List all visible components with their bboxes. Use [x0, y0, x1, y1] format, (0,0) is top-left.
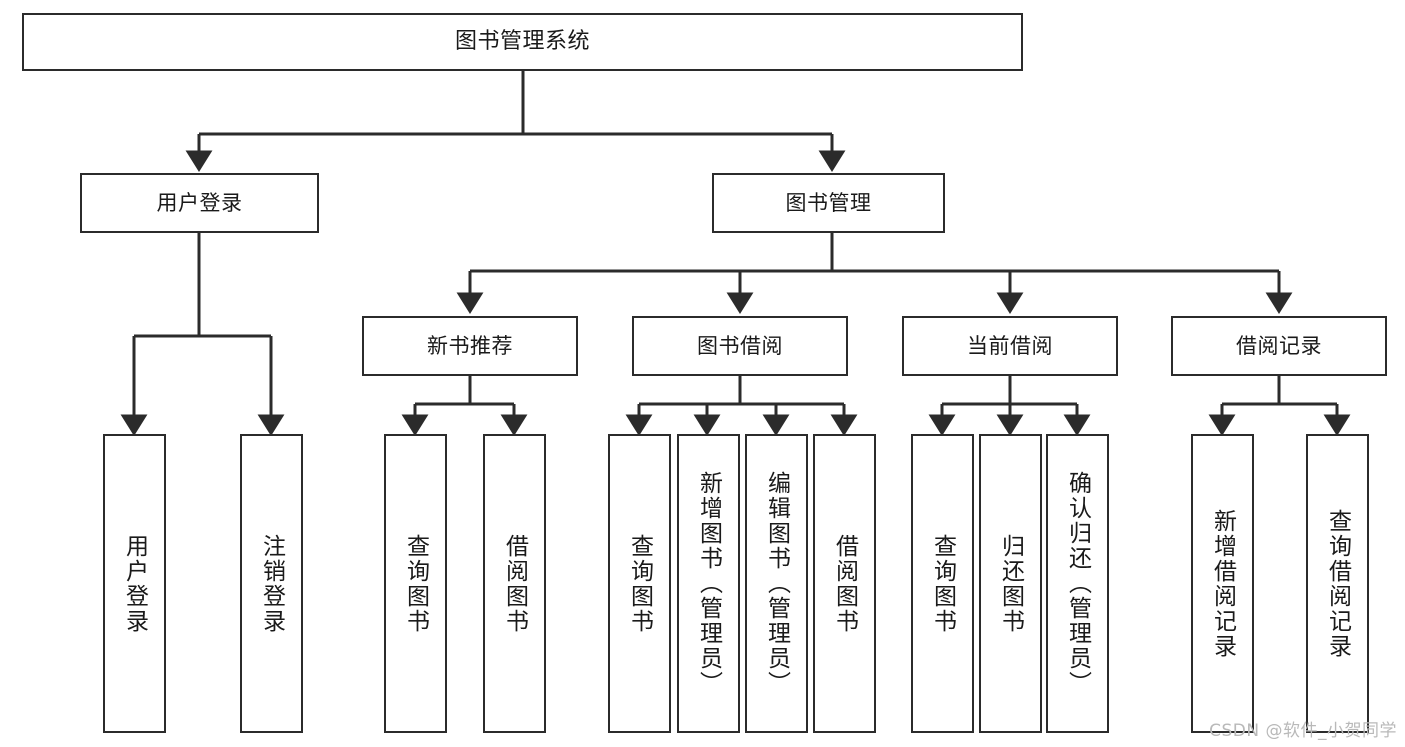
- node-leaf-edit-book-admin[interactable]: 编辑图书（管理员）: [745, 434, 808, 733]
- node-label: 新增图书（管理员）: [695, 471, 722, 696]
- node-label: 图书管理系统: [454, 29, 590, 55]
- node-label: 图书借阅: [697, 333, 783, 358]
- node-label: 图书管理: [785, 190, 872, 215]
- node-label: 用户登录: [156, 190, 243, 215]
- node-label: 查询借阅记录: [1324, 508, 1351, 659]
- node-leaf-add-book-admin[interactable]: 新增图书（管理员）: [677, 434, 740, 733]
- node-label: 确认归还（管理员）: [1064, 471, 1091, 696]
- node-label: 新书推荐: [427, 333, 513, 358]
- node-label: 当前借阅: [967, 333, 1053, 358]
- node-label: 查询图书: [929, 533, 956, 634]
- node-label: 用户登录: [121, 533, 148, 634]
- node-label: 新增借阅记录: [1209, 508, 1236, 659]
- node-new-book-recommend[interactable]: 新书推荐: [362, 316, 578, 376]
- node-leaf-query-book-recommend[interactable]: 查询图书: [384, 434, 447, 733]
- node-label: 借阅记录: [1236, 333, 1322, 358]
- node-leaf-query-book-borrow[interactable]: 查询图书: [608, 434, 671, 733]
- node-label: 借阅图书: [501, 533, 528, 634]
- node-borrow-record[interactable]: 借阅记录: [1171, 316, 1387, 376]
- node-label: 借阅图书: [831, 533, 858, 634]
- node-root-book-management-system[interactable]: 图书管理系统: [22, 13, 1023, 71]
- node-current-borrow[interactable]: 当前借阅: [902, 316, 1118, 376]
- node-leaf-add-borrow-record[interactable]: 新增借阅记录: [1191, 434, 1254, 733]
- node-leaf-confirm-return-admin[interactable]: 确认归还（管理员）: [1046, 434, 1109, 733]
- node-leaf-return-book[interactable]: 归还图书: [979, 434, 1042, 733]
- node-label: 查询图书: [402, 533, 429, 634]
- node-leaf-borrow-book-recommend[interactable]: 借阅图书: [483, 434, 546, 733]
- node-book-management[interactable]: 图书管理: [712, 173, 945, 233]
- node-leaf-query-borrow-record[interactable]: 查询借阅记录: [1306, 434, 1369, 733]
- watermark-text: CSDN @软件_小贺同学: [1209, 721, 1397, 741]
- node-leaf-borrow-book[interactable]: 借阅图书: [813, 434, 876, 733]
- node-book-borrow[interactable]: 图书借阅: [632, 316, 848, 376]
- node-label: 查询图书: [626, 533, 653, 634]
- node-label: 注销登录: [258, 533, 285, 634]
- node-leaf-user-logout[interactable]: 注销登录: [240, 434, 303, 733]
- node-label: 归还图书: [997, 533, 1024, 634]
- node-leaf-user-login[interactable]: 用户登录: [103, 434, 166, 733]
- node-leaf-query-book-current[interactable]: 查询图书: [911, 434, 974, 733]
- node-user-login[interactable]: 用户登录: [80, 173, 319, 233]
- node-label: 编辑图书（管理员）: [763, 471, 790, 696]
